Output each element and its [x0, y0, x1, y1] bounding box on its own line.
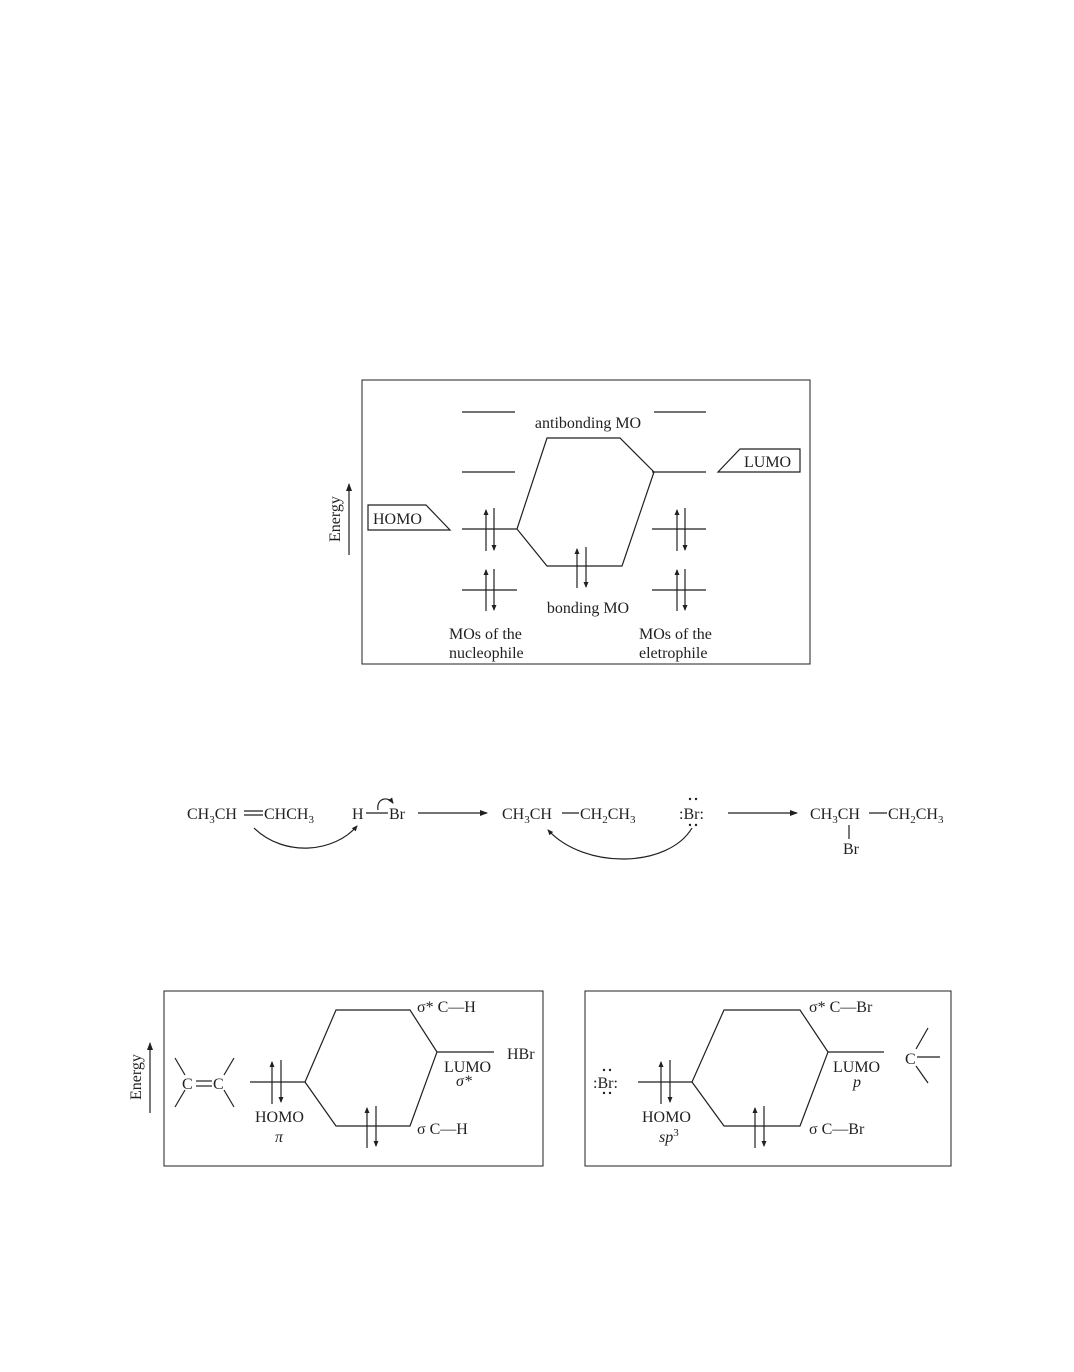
- figure3-frame: [584, 990, 952, 1167]
- antibonding-mo-label: antibonding MO: [535, 415, 641, 432]
- lumo-tag: LUMO: [716, 448, 801, 473]
- homo-sp3-orbital: sp3: [659, 1127, 679, 1146]
- sigma-cbr-label: σ C—Br: [809, 1121, 865, 1138]
- homo-label-3: HOMO: [642, 1109, 691, 1126]
- lumo-sigma-star-orbital: σ*: [456, 1073, 472, 1090]
- bromide-label: :Br:: [593, 1075, 618, 1092]
- interaction-lines-3: [691, 1009, 829, 1127]
- figure2-frame: [163, 990, 544, 1167]
- mo-diagram-alkene-hbr: Energy C C σ* C—H σ C—H HOMO π LUMO σ* H…: [128, 990, 544, 1167]
- pi-attack-arrow: [253, 825, 358, 849]
- sigma-star-ch-label: σ* C—H: [417, 999, 476, 1016]
- sigma-ch-label: σ C—H: [417, 1121, 468, 1138]
- figure1-frame: [361, 379, 811, 665]
- energy-axis: Energy: [327, 483, 352, 555]
- svg-text:C: C: [213, 1076, 224, 1093]
- orbital-interaction-lines: [516, 437, 655, 567]
- product-br: Br: [843, 841, 860, 858]
- electrophile-levels: [652, 411, 706, 611]
- bond-cleavage-arrow: [377, 797, 394, 811]
- reactant-alkene: CH3CH: [187, 806, 237, 826]
- energy-label-2: Energy: [128, 1054, 145, 1100]
- reaction-scheme: CH3CH CHCH3 H Br CH3CH CH2CH3 :Br: CH3CH…: [187, 797, 944, 860]
- sigma-star-cbr-label: σ* C—Br: [809, 999, 873, 1016]
- lumo-label: LUMO: [744, 454, 791, 471]
- svg-text:C: C: [905, 1051, 916, 1068]
- lumo-p-orbital: p: [852, 1074, 861, 1091]
- homo-label-2: HOMO: [255, 1109, 304, 1126]
- carbocation-structure: C: [905, 1027, 940, 1084]
- product-left: CH3CH: [810, 806, 860, 826]
- lumo-label-2: LUMO: [444, 1059, 491, 1076]
- carbocation-left: CH3CH: [502, 806, 552, 826]
- electrophile-label-line1: MOs of the: [639, 626, 712, 643]
- homo-pi-orbital: π: [275, 1129, 284, 1146]
- homo-label: HOMO: [373, 511, 422, 528]
- bromide-ion: :Br:: [679, 806, 704, 823]
- nucleophile-levels: [462, 411, 517, 611]
- hbr-label: HBr: [507, 1046, 535, 1063]
- energy-label: Energy: [327, 496, 344, 542]
- svg-text:C: C: [182, 1076, 193, 1093]
- mo-diagram-figure1: Energy antibonding MO: [327, 379, 811, 665]
- nucleophile-label-line2: nucleophile: [449, 645, 524, 662]
- homo-tag: HOMO: [367, 504, 452, 531]
- reactant-alkene-right: CHCH3: [264, 806, 314, 826]
- product-right: CH2CH3: [888, 806, 944, 826]
- alkene-structure: C C: [174, 1057, 235, 1108]
- hbr-br: Br: [389, 806, 406, 823]
- hbr-h: H: [352, 806, 364, 823]
- lumo-label-3: LUMO: [833, 1059, 880, 1076]
- electrophile-label-line2: eletrophile: [639, 645, 707, 662]
- nucleophile-label-line1: MOs of the: [449, 626, 522, 643]
- bromide-attack-arrow: [547, 827, 693, 860]
- mo-diagram-bromide-carbocation: :Br: σ* C—Br σ C—Br HOMO sp3 LUMO p C: [584, 990, 952, 1167]
- interaction-lines-2: [304, 1009, 438, 1127]
- bonding-mo-label: bonding MO: [547, 600, 629, 617]
- carbocation-right: CH2CH3: [580, 806, 636, 826]
